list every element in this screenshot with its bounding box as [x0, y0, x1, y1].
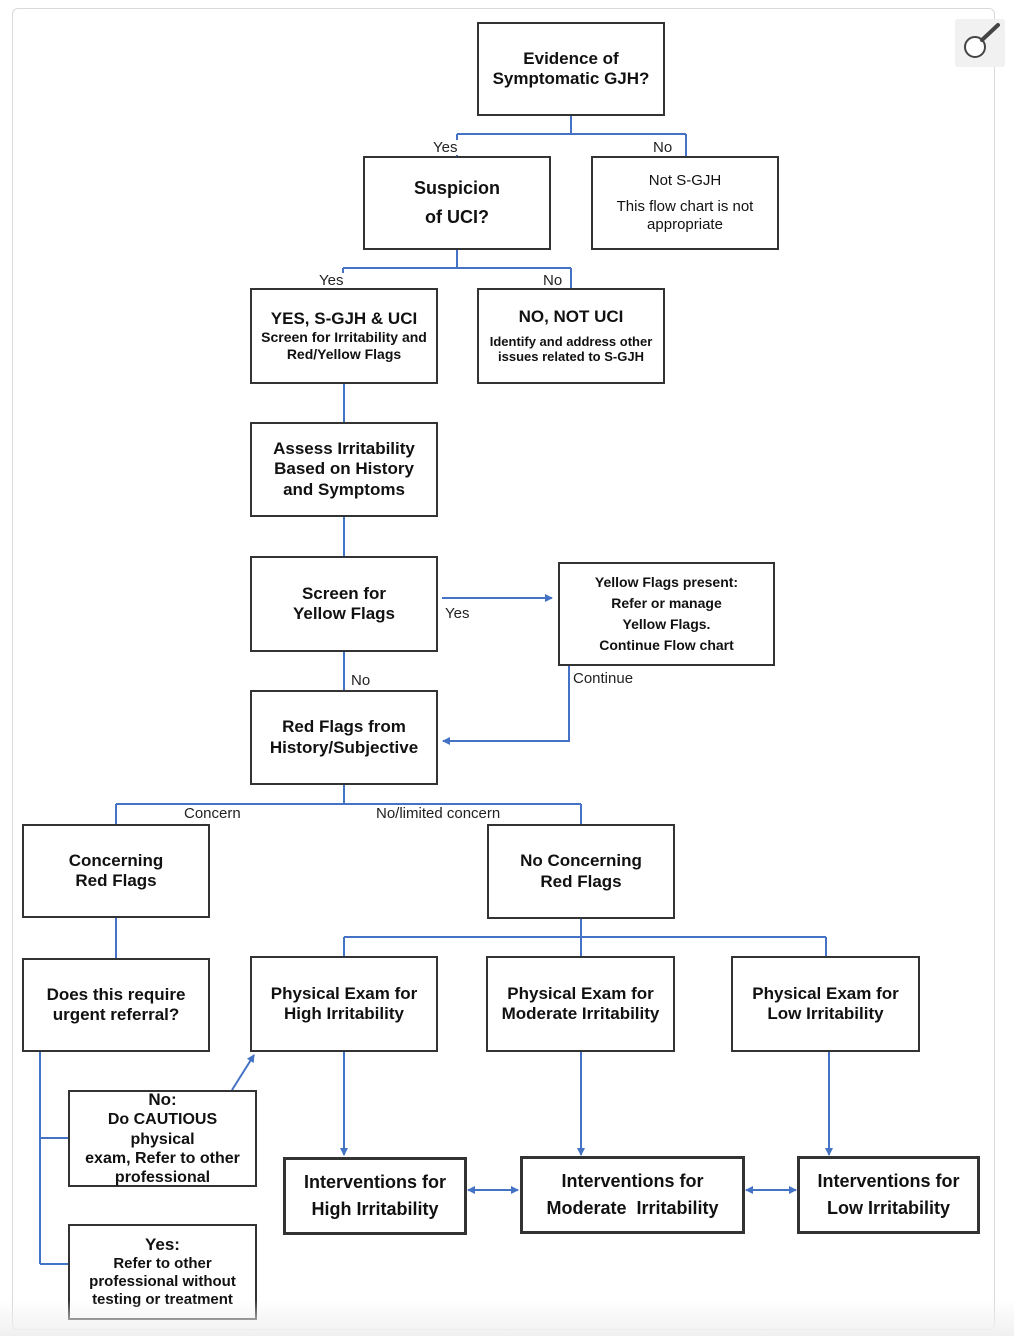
node-int-low: Interventions for Low Irritability: [797, 1156, 980, 1234]
node-text: Concerning: [68, 850, 164, 870]
node-concerning-red-flags: Concerning Red Flags: [22, 824, 210, 918]
node-text: High Irritability: [284, 1004, 404, 1023]
node-text: professional: [114, 1168, 211, 1186]
node-int-high: Interventions for High Irritability: [283, 1157, 467, 1235]
label-yellow-no: No: [350, 672, 372, 689]
node-suspicion-uci: Suspicion of UCI?: [363, 156, 551, 250]
node-text: urgent referral?: [52, 1005, 180, 1024]
node-text: Do CAUTIOUS physical: [107, 1111, 218, 1148]
node-text: of UCI?: [425, 207, 489, 227]
node-int-moderate: Interventions for Moderate Irritability: [520, 1156, 745, 1234]
node-text: Physical Exam for: [270, 983, 418, 1003]
node-text: Symptomatic GJH?: [492, 69, 650, 88]
node-text: Physical Exam for: [507, 983, 654, 1003]
node-text: Yellow Flags present:: [594, 574, 739, 590]
node-text: History/Subjective: [269, 737, 419, 757]
label-gjh-no: No: [652, 139, 674, 156]
node-text: Interventions for: [303, 1172, 446, 1192]
node-text: Suspicion: [413, 178, 500, 199]
node-pe-low: Physical Exam for Low Irritability: [731, 956, 920, 1052]
node-title: Yes:: [145, 1234, 180, 1254]
node-text: Assess Irritability: [273, 438, 415, 458]
magnifier-icon: [964, 23, 1000, 58]
node-text: Yellow Flags.: [622, 616, 711, 632]
node-urgent-referral: Does this require urgent referral?: [22, 958, 210, 1052]
bottom-fade: [0, 1300, 1014, 1336]
label-concern: Concern: [183, 805, 242, 822]
node-screen-yellow-flags: Screen for Yellow Flags: [250, 556, 438, 652]
node-text: This flow chart is not appropriate: [616, 198, 754, 233]
node-text: No Concerning: [520, 851, 642, 871]
edge-continue: [442, 666, 570, 745]
label-yellow-yes: Yes: [444, 605, 471, 622]
node-assess-irritability: Assess Irritability Based on History and…: [250, 422, 438, 517]
node-symptomatic-gjh: Evidence of Symptomatic GJH?: [477, 22, 665, 116]
node-no-concerning-red-flags: No Concerning Red Flags: [487, 824, 675, 919]
node-text: Low Irritability: [767, 1004, 884, 1023]
node-text: Low Irritability: [826, 1198, 950, 1218]
node-text: Does this require: [46, 984, 186, 1004]
edge-pe-branch: [343, 919, 827, 956]
node-text: Red Flags: [75, 871, 157, 890]
node-not-sgjh: Not S-GJH This flow chart is not appropr…: [591, 156, 779, 250]
node-pe-moderate: Physical Exam for Moderate Irritability: [486, 956, 675, 1052]
node-not-uci: NO, NOT UCI Identify and address other i…: [477, 288, 665, 384]
label-uci-no: No: [542, 272, 564, 289]
node-text: Physical Exam for: [752, 983, 899, 1003]
edge-cautious-to-pe-high: [231, 1054, 255, 1091]
label-uci-yes: Yes: [318, 272, 345, 289]
node-text: Screen for: [301, 583, 387, 603]
label-no-limited-concern: No/limited concern: [375, 805, 502, 822]
node-yes-sgjh-uci: YES, S-GJH & UCI Screen for Irritability…: [250, 288, 438, 384]
node-title: YES, S-GJH & UCI: [270, 309, 418, 328]
node-text: Interventions for: [561, 1171, 704, 1191]
node-no-cautious-exam: No: Do CAUTIOUS physical exam, Refer to …: [68, 1090, 257, 1187]
node-text: professional without: [89, 1273, 236, 1291]
node-text: Not S-GJH: [648, 172, 722, 189]
node-red-flags-history: Red Flags from History/Subjective: [250, 690, 438, 785]
edge-red-flags-branch: [115, 785, 582, 824]
label-continue: Continue: [572, 670, 635, 687]
node-text: Refer to other: [113, 1255, 212, 1273]
node-text: Identify and address other issues relate…: [489, 333, 653, 365]
zoom-button[interactable]: [955, 19, 1005, 67]
node-text: Refer or manage: [611, 595, 722, 611]
node-title: NO, NOT UCI: [518, 307, 624, 327]
node-text: Red Flags from: [282, 717, 406, 737]
node-text: Moderate Irritability: [501, 1004, 660, 1023]
node-text: Yellow Flags: [292, 604, 396, 623]
edge-gjh-branch: [456, 116, 687, 156]
node-text: exam, Refer to other: [85, 1149, 240, 1167]
node-text: Screen for Irritability and Red/Yellow F…: [261, 329, 427, 363]
node-title: No:: [148, 1089, 177, 1109]
node-text: Based on History: [274, 459, 414, 479]
node-text: Continue Flow chart: [599, 637, 734, 653]
edge-uci-branch: [342, 250, 572, 288]
node-yellow-flags-present: Yellow Flags present: Refer or manage Ye…: [558, 562, 775, 666]
node-text: High Irritability: [311, 1199, 439, 1219]
node-text: and Symptoms: [283, 479, 405, 499]
node-text: Red Flags: [540, 871, 622, 891]
node-text: Evidence of: [523, 48, 619, 68]
edge-urgent-branch: [39, 1052, 68, 1265]
label-gjh-yes: Yes: [432, 139, 459, 156]
node-text: Interventions for: [817, 1171, 960, 1191]
node-text: Moderate Irritability: [546, 1198, 719, 1218]
node-pe-high: Physical Exam for High Irritability: [250, 956, 438, 1052]
